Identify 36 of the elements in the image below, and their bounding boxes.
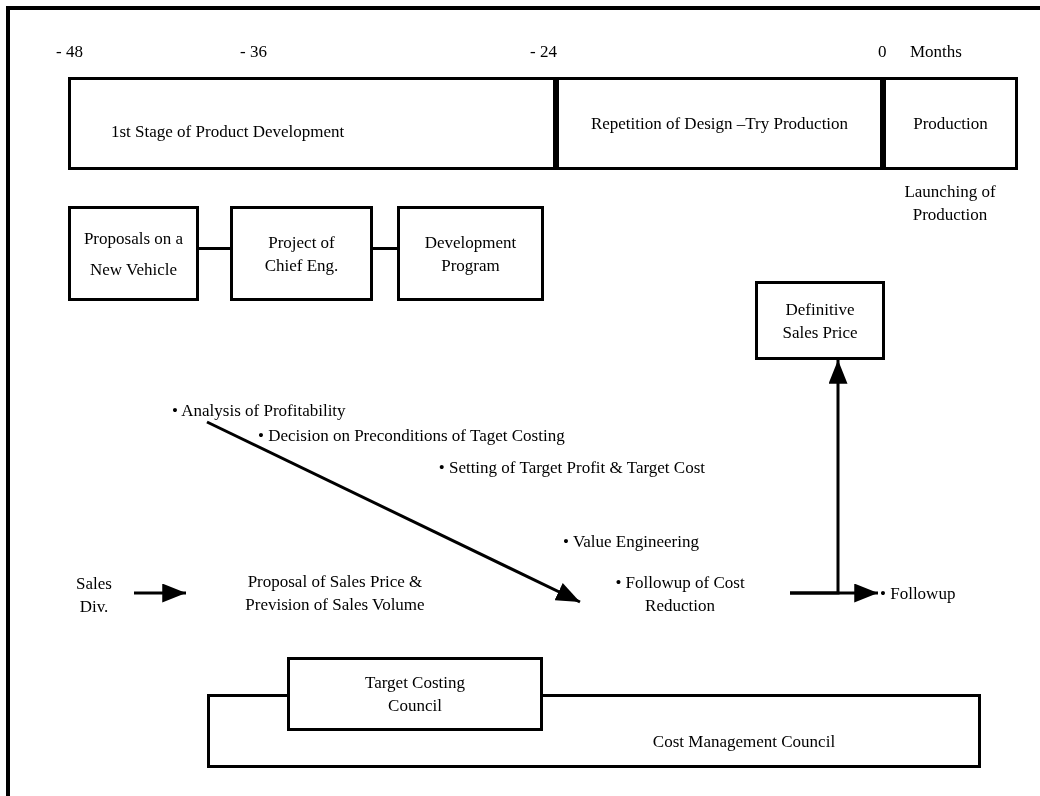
box-text: Target Costing Council <box>364 672 466 717</box>
arrow <box>206 420 581 604</box>
box-text: Repetition of Design –Try Production <box>590 113 849 135</box>
arrow <box>790 360 848 595</box>
step-text: Proposal of Sales Price & Prevision of Sales Volume <box>244 571 426 616</box>
connector-line <box>199 247 230 250</box>
time-tick: 0 <box>878 41 888 63</box>
process-box <box>755 281 885 360</box>
step-text: • Value Engineering <box>563 531 700 553</box>
phase-box <box>556 77 883 170</box>
box-text: Development Program <box>423 231 518 277</box>
box-text: Project of Chief Eng. <box>263 231 340 277</box>
step-text: • Setting of Target Profit & Target Cost <box>437 457 705 479</box>
time-tick: - 24 <box>530 41 558 63</box>
step-text: • Decision on Preconditions of Taget Costing <box>258 425 566 447</box>
step-text: • Followup of Cost Reduction <box>614 572 746 617</box>
arrow <box>134 583 186 603</box>
axis-unit: Months <box>910 41 963 63</box>
process-box <box>230 206 373 301</box>
box-text: Definitive Sales Price <box>781 298 859 344</box>
phase-box <box>883 77 1018 170</box>
milestone-text: Launching of Production <box>903 181 997 226</box>
process-box <box>68 206 199 301</box>
connector-line <box>373 247 397 250</box>
step-text: • Followup <box>880 582 956 605</box>
box-text: Cost Management Council <box>652 731 836 753</box>
council-box <box>287 657 543 731</box>
time-tick: - 36 <box>240 41 268 63</box>
step-text: • Analysis of Profitability <box>172 399 346 422</box>
box-text: Proposals on a New Vehicle <box>82 227 185 281</box>
time-tick: - 48 <box>56 41 84 63</box>
box-text: Production <box>913 113 988 135</box>
source-text: Sales Div. <box>75 573 113 618</box>
box-text: 1st Stage of Product Development <box>111 121 345 143</box>
phase-box <box>68 77 556 170</box>
process-box <box>397 206 544 301</box>
